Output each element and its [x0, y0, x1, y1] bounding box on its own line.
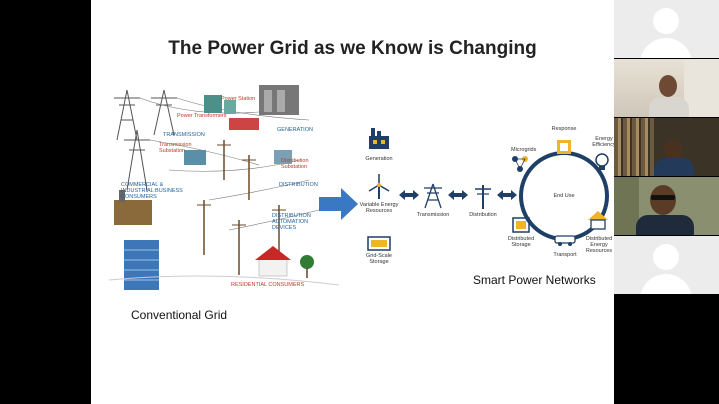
microgrids-label: Microgrids: [511, 147, 537, 153]
smart-power-networks-label: Smart Power Networks: [473, 273, 596, 287]
label-transmission-substation: Transmission Substation: [159, 142, 192, 154]
label-residential: RESIDENTIAL CONSUMERS: [231, 282, 305, 288]
bidirectional-arrow-icon: [497, 190, 517, 200]
bidirectional-arrow-icon: [399, 190, 419, 200]
avatar-body-icon: [640, 38, 692, 58]
avatar-body-icon: [640, 274, 692, 294]
label-power-transformers: Power Transformers: [177, 113, 227, 119]
distributed-energy-house-icon: [588, 211, 608, 230]
energy-efficiency-icon: [595, 153, 609, 170]
avatar-head-icon: [653, 244, 679, 270]
transition-arrow-icon: [319, 188, 358, 220]
response-icon: [557, 140, 571, 154]
label-generation: GENERATION: [277, 127, 313, 133]
distribution-label: Distribution: [469, 212, 497, 218]
label-distribution-automation: DISTRIBUTION AUTOMATION DEVICES: [272, 213, 311, 231]
distributed-storage-icon: [512, 217, 530, 233]
participant-tile-video[interactable]: [614, 118, 719, 176]
label-distribution: DISTRIBUTION: [279, 182, 318, 188]
distribution-pole-icon: [475, 185, 491, 209]
label-distribution-substation: Distribution Substation: [281, 158, 309, 170]
grid-scale-storage-label: Grid-Scale Storage: [366, 253, 392, 265]
generation-icon: [369, 128, 389, 149]
storage-battery-icon: [367, 236, 391, 251]
presentation-slide: The Power Grid as we Know is Changing: [91, 0, 614, 404]
label-power-station: Power Station: [221, 96, 256, 102]
participant-tile-avatar[interactable]: [614, 236, 719, 294]
transmission-label: Transmission: [416, 212, 450, 218]
distributed-storage-label: Distributed Storage: [507, 236, 535, 248]
participant-tile-avatar[interactable]: [614, 0, 719, 58]
generation-label: Generation: [365, 156, 393, 162]
bidirectional-arrow-icon: [448, 190, 468, 200]
avatar-head-icon: [653, 8, 679, 34]
conventional-grid-drawing: [109, 85, 339, 290]
participant-tile-video[interactable]: [614, 177, 719, 235]
transmission-tower-icon: [424, 183, 442, 209]
energy-efficiency-label: Energy Efficiency: [592, 136, 614, 148]
transport-car-icon: [554, 235, 576, 246]
glasses-icon: [651, 195, 675, 200]
response-label: Response: [551, 126, 577, 132]
microgrids-icon: [512, 156, 528, 172]
distributed-energy-label: Distributed Energy Resources: [585, 236, 613, 254]
transport-label: Transport: [553, 252, 577, 258]
slide-title: The Power Grid as we Know is Changing: [168, 38, 537, 59]
participant-tile-video[interactable]: [614, 59, 719, 117]
end-use-label: End Use: [553, 193, 575, 199]
variable-energy-label: Variable Energy Resources: [359, 202, 399, 214]
label-transmission: TRANSMISSION: [163, 132, 205, 138]
label-commercial-industrial: COMMERCIAL & INDUSTRIAL BUSINESS CONSUME…: [121, 182, 183, 200]
conventional-grid-label: Conventional Grid: [131, 308, 228, 322]
wind-turbine-icon: [368, 174, 390, 199]
